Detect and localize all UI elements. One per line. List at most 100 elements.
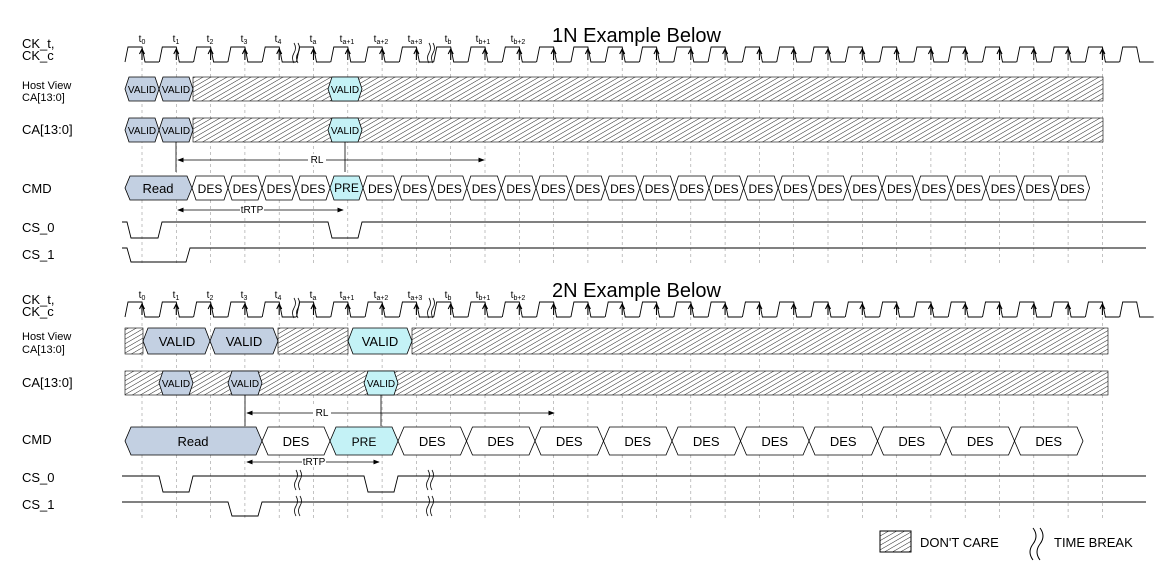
clock-tick-label: tb <box>445 34 452 46</box>
clock-tick-label: tb+2 <box>511 290 526 302</box>
section-2n-clock-waveform <box>124 297 1154 319</box>
clock-edge-arrow <box>619 47 626 60</box>
time-break-label: TIME BREAK <box>1054 535 1133 550</box>
clock-edge-arrow <box>276 302 283 315</box>
rl-label: RL <box>311 155 324 166</box>
host-view-label-line1: Host View <box>22 331 71 343</box>
clock-edge-arrow <box>1065 47 1072 60</box>
dont-care-swatch <box>879 530 912 553</box>
ca-label: CA[13:0] <box>22 122 73 137</box>
ck-label-line1: CK_t, <box>22 36 55 51</box>
des-command: DES <box>818 182 843 196</box>
ca-label: CA[13:0] <box>22 375 73 390</box>
des-command: DES <box>887 182 912 196</box>
clock-tick-subscript: 1 <box>175 39 179 46</box>
rl-measure: RL <box>246 407 555 419</box>
command-slot <box>1014 426 1084 456</box>
clock-tick-label: tb+2 <box>511 34 526 46</box>
des-command: DES <box>749 182 774 196</box>
clock-edge-arrow <box>207 47 214 60</box>
valid-chip: VALID <box>226 334 263 349</box>
trtp-label: tRTP <box>241 205 264 216</box>
clock-tick-label: tb+1 <box>476 290 491 302</box>
legend: DON'T CARE TIME BREAK <box>879 527 1133 561</box>
des-command: DES <box>267 182 292 196</box>
clock-tick-subscript: 0 <box>141 39 145 46</box>
clock-signal <box>124 301 1154 318</box>
clock-edge-arrow <box>1099 302 1106 315</box>
des-command: DES <box>487 434 514 449</box>
clock-tick-label: t2 <box>207 290 214 302</box>
clock-edge-arrow <box>276 47 283 60</box>
clock-edge-arrow <box>344 302 351 315</box>
des-command: DES <box>472 182 497 196</box>
clock-edge-arrow <box>173 47 180 60</box>
clock-edge-arrow <box>893 302 900 315</box>
time-break-mark <box>431 42 435 64</box>
clock-edge-arrow <box>996 302 1003 315</box>
clock-edge-arrow <box>893 47 900 60</box>
clock-edge-arrow <box>859 302 866 315</box>
clock-tick-label: ta <box>310 290 317 302</box>
ck-label-line1: CK_t, <box>22 292 55 307</box>
clock-tick-subscript: 2 <box>209 39 213 46</box>
clock-tick-subscript: a+2 <box>376 39 388 46</box>
des-command: DES <box>1060 182 1085 196</box>
valid-chip: VALID <box>162 379 190 390</box>
clock-tick-subscript: b+1 <box>478 295 490 302</box>
clock-tick-subscript: a+1 <box>342 295 354 302</box>
clock-tick-label: t3 <box>241 34 248 46</box>
des-command: DES <box>624 434 651 449</box>
host-view-row: VALID VALID VALID <box>124 76 1104 102</box>
des-command: DES <box>233 182 258 196</box>
time-break-mark <box>296 42 300 64</box>
clock-tick-label: tb <box>445 290 452 302</box>
des-command: DES <box>368 182 393 196</box>
time-break-markers <box>294 469 434 517</box>
des-command: DES <box>830 434 857 449</box>
time-break-mark <box>427 42 431 64</box>
clock-edge-arrow <box>584 302 591 315</box>
clock-edge-arrow <box>310 47 317 60</box>
des-command: DES <box>922 182 947 196</box>
clock-edge-arrow <box>927 47 934 60</box>
clock-tick-subscript: a <box>312 39 316 46</box>
clock-edge-arrow <box>790 47 797 60</box>
clock-tick-subscript: 4 <box>277 39 281 46</box>
time-break-mark <box>431 297 435 319</box>
des-command: DES <box>898 434 925 449</box>
valid-chip: VALID <box>367 379 395 390</box>
clock-edge-arrow <box>241 47 248 60</box>
clock-edge-arrow <box>344 47 351 60</box>
clock-tick-subscript: a+3 <box>410 39 422 46</box>
clock-edge-arrow <box>825 302 831 315</box>
clock-edge-arrow <box>139 47 145 60</box>
ca-row: VALID VALID VALID <box>124 370 1109 426</box>
cmd-label: CMD <box>22 181 52 196</box>
trtp-label: tRTP <box>303 457 326 468</box>
trtp-measure: tRTP <box>177 204 344 216</box>
clock-edge-arrow <box>790 302 797 315</box>
clock-tick-label: ta <box>310 34 317 46</box>
des-command: DES <box>1035 434 1062 449</box>
clock-edge-arrow <box>482 47 488 60</box>
valid-chip: VALID <box>162 126 190 137</box>
des-command: DES <box>506 182 531 196</box>
des-command: DES <box>419 434 446 449</box>
des-command: DES <box>283 434 310 449</box>
trtp-measure: tRTP <box>246 456 380 468</box>
des-command: DES <box>610 182 635 196</box>
clock-edge-arrow <box>962 302 969 315</box>
clock-tick-subscript: 0 <box>141 295 145 302</box>
clock-tick-label: t1 <box>173 34 180 46</box>
time-break-icon <box>1029 527 1044 561</box>
des-command: DES <box>198 182 223 196</box>
ck-label-line2: CK_c <box>22 48 54 63</box>
clock-edge-arrow <box>1099 47 1106 60</box>
read-command: Read <box>177 434 208 449</box>
clock-edge-arrow <box>687 47 694 60</box>
